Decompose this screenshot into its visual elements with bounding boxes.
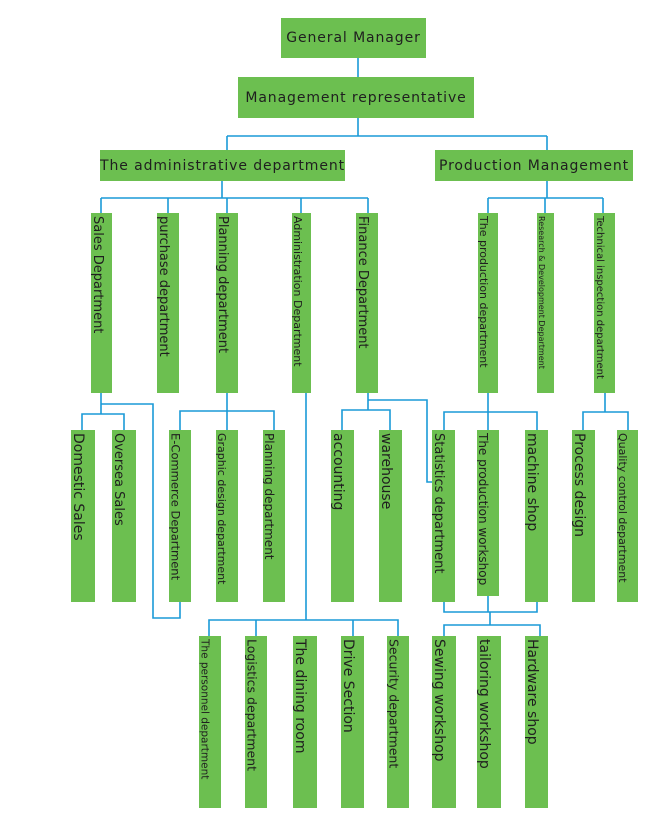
node-purchase-department: purchase department [157, 213, 179, 393]
node-tailoring-workshop-label: tailoring workshop [477, 639, 492, 769]
link-techinsp [582, 393, 629, 430]
link-production [443, 393, 538, 430]
link-administration [208, 393, 399, 636]
node-administrative-department: The administrative department [100, 150, 345, 181]
node-oversea-sales-label: Oversea Sales [112, 433, 126, 526]
link-sales [81, 393, 181, 619]
node-security-department: Security department [387, 636, 409, 808]
node-production-management-label: Production Management [438, 157, 630, 174]
node-hardware-shop-label: Hardware shop [525, 639, 540, 745]
node-personnel-department-label: The personnel department [199, 639, 211, 780]
link-admin-children [100, 181, 369, 213]
node-warehouse: warehouse [379, 430, 402, 602]
node-warehouse-label: warehouse [379, 433, 394, 510]
node-sewing-workshop-label: Sewing workshop [432, 639, 447, 762]
node-statistics-department-label: Statistics department [432, 433, 446, 574]
node-production-department: The production department [478, 213, 498, 393]
node-domestic-sales-label: Domestic Sales [71, 433, 86, 541]
node-production-department-label: The production department [478, 216, 490, 368]
node-machine-shop: machine shop [525, 430, 548, 602]
node-purchase-department-label: purchase department [157, 216, 171, 357]
node-accounting: accounting [331, 430, 354, 602]
node-general-manager: General Manager [281, 18, 426, 58]
node-technical-inspection-department-label: Technical inspection department [594, 216, 605, 379]
node-ecommerce-department: E-Commerce Department [169, 430, 191, 602]
node-dining-room-label: The dining room [293, 639, 308, 754]
node-domestic-sales: Domestic Sales [71, 430, 95, 602]
node-finance-department-label: Finance Department [356, 216, 370, 349]
link-workshop [443, 596, 538, 613]
node-machine-shop-label: machine shop [525, 433, 540, 532]
node-drive-section: Drive Section [341, 636, 364, 808]
link-mrep-split [226, 118, 548, 150]
node-sales-department: Sales Department [91, 213, 112, 393]
node-technical-inspection-department: Technical inspection department [594, 213, 615, 393]
node-dining-room: The dining room [293, 636, 317, 808]
node-graphic-design-department: Graphic design department [216, 430, 238, 602]
node-finance-department: Finance Department [356, 213, 378, 393]
node-ecommerce-department-label: E-Commerce Department [169, 433, 183, 581]
node-accounting-label: accounting [331, 433, 346, 511]
link-planning [179, 393, 275, 430]
node-oversea-sales: Oversea Sales [112, 430, 136, 602]
node-sales-department-label: Sales Department [91, 216, 105, 334]
link-workshop-children [443, 612, 541, 636]
node-research-development-department-label: Research & Development Department [537, 216, 546, 369]
node-hardware-shop: Hardware shop [525, 636, 548, 808]
node-security-department-label: Security department [387, 639, 402, 769]
node-planning-department-2: Planning department [263, 430, 285, 602]
node-personnel-department: The personnel department [199, 636, 221, 808]
node-planning-department-2-label: Planning department [263, 433, 276, 560]
node-tailoring-workshop: tailoring workshop [477, 636, 501, 808]
node-quality-control-department: Quality control department [617, 430, 638, 602]
node-production-workshop-label: The production workshop [477, 433, 490, 586]
node-planning-department-label: Planning department [216, 216, 230, 354]
node-administration-department: Administration Department [292, 213, 311, 393]
node-process-design: Process design [572, 430, 595, 602]
node-production-workshop: The production workshop [477, 430, 499, 596]
node-sewing-workshop: Sewing workshop [432, 636, 456, 808]
node-general-manager-label: General Manager [286, 30, 421, 46]
node-management-representative: Management representative [238, 77, 474, 118]
node-administration-department-label: Administration Department [292, 216, 304, 367]
node-graphic-design-department-label: Graphic design department [216, 433, 228, 585]
node-quality-control-department-label: Quality control department [617, 433, 629, 583]
node-research-development-department: Research & Development Department [537, 213, 554, 393]
link-prod-children [487, 181, 604, 213]
node-planning-department: Planning department [216, 213, 238, 393]
node-logistics-department-label: Logistics department [245, 639, 260, 771]
node-logistics-department: Logistics department [245, 636, 267, 808]
node-administrative-department-label: The administrative department [100, 157, 345, 174]
node-statistics-department: Statistics department [432, 430, 455, 602]
node-drive-section-label: Drive Section [341, 639, 356, 733]
node-production-management: Production Management [435, 150, 633, 181]
node-process-design-label: Process design [572, 433, 587, 538]
node-management-representative-label: Management representative [245, 89, 467, 106]
